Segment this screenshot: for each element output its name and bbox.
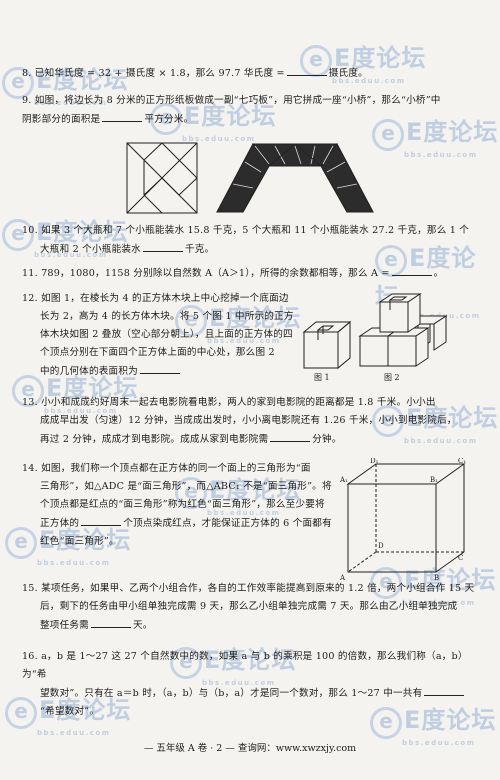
question-10: 10. 如果 3 个大瓶和 7 个小瓶能装水 15.8 千克，5 个大瓶和 11… — [22, 225, 470, 255]
answer-blank[interactable] — [391, 264, 432, 276]
answer-blank[interactable] — [90, 616, 131, 628]
answer-blank[interactable] — [81, 514, 122, 526]
answer-blank[interactable] — [102, 110, 143, 122]
question-8: 8. 已知华氏度 = 32 + 摄氏度 × 1.8，那么 97.7 华氏度 =摄… — [22, 64, 478, 83]
answer-blank[interactable] — [286, 64, 327, 76]
figure-1-label: 图 1 — [314, 373, 330, 382]
hollow-cube-figure — [302, 320, 352, 370]
cube-vertex-label: C₁ — [458, 458, 466, 465]
bridge-figure — [216, 143, 374, 213]
cube-vertex-label: A — [340, 574, 346, 582]
cube-vertex-label: D₁ — [370, 458, 379, 465]
figure-2-label: 图 2 — [384, 373, 400, 382]
question-9: 9. 如图，将边长为 8 分米的正方形纸板做成一副“七巧板”，用它拼成一座“小桥… — [22, 95, 441, 125]
answer-blank[interactable] — [142, 240, 183, 252]
question-16: 16. a，b 是 1～27 这 27 个自然数中的数，如果 a 与 b 的乘积… — [22, 651, 468, 717]
answer-blank[interactable] — [139, 362, 180, 374]
cube-vertex-label: C — [458, 554, 463, 562]
answer-blank[interactable] — [424, 684, 465, 696]
question-14: 14. 如图，我们称一个顶点都在正方体的同一个面上的三角形为“面 三角形”，如△… — [22, 463, 332, 547]
answer-blank[interactable] — [270, 430, 311, 442]
cube-vertex-label: A₁ — [340, 476, 348, 484]
question-13: 13. 小小和成成约好周末一起去电影院看电影，两人的家到电影院的距离都是 1.8… — [22, 397, 457, 445]
question-text: 8. 已知华氏度 = 32 + 摄氏度 × 1.8，那么 97.7 华氏度 = — [22, 68, 285, 79]
stacked-cubes-figure — [358, 293, 448, 367]
cube-vertex-label: B₁ — [430, 476, 438, 484]
tangram-figure — [126, 142, 198, 214]
cube-vertex-label: D — [378, 542, 384, 550]
page-footer: — 五年级 A 卷 · 2 — 查询网：www.xwzxjy.com — [143, 743, 357, 754]
cube-vertex-label: B — [434, 574, 439, 582]
question-11: 11. 789，1080，1158 分别除以自然数 A（A＞1），所得的余数都相… — [22, 264, 478, 283]
question-12: 12. 如图 1，在棱长为 4 的正方体木块上中心挖掉一个底面边 长为 2，高为… — [22, 293, 294, 377]
cube-figure: D₁ C₁ A₁ B₁ D C A B — [340, 458, 466, 582]
question-15: 15. 某项任务，如果甲、乙两个小组合作，各自的工作效率能提高到原来的 1.2 … — [22, 583, 475, 631]
